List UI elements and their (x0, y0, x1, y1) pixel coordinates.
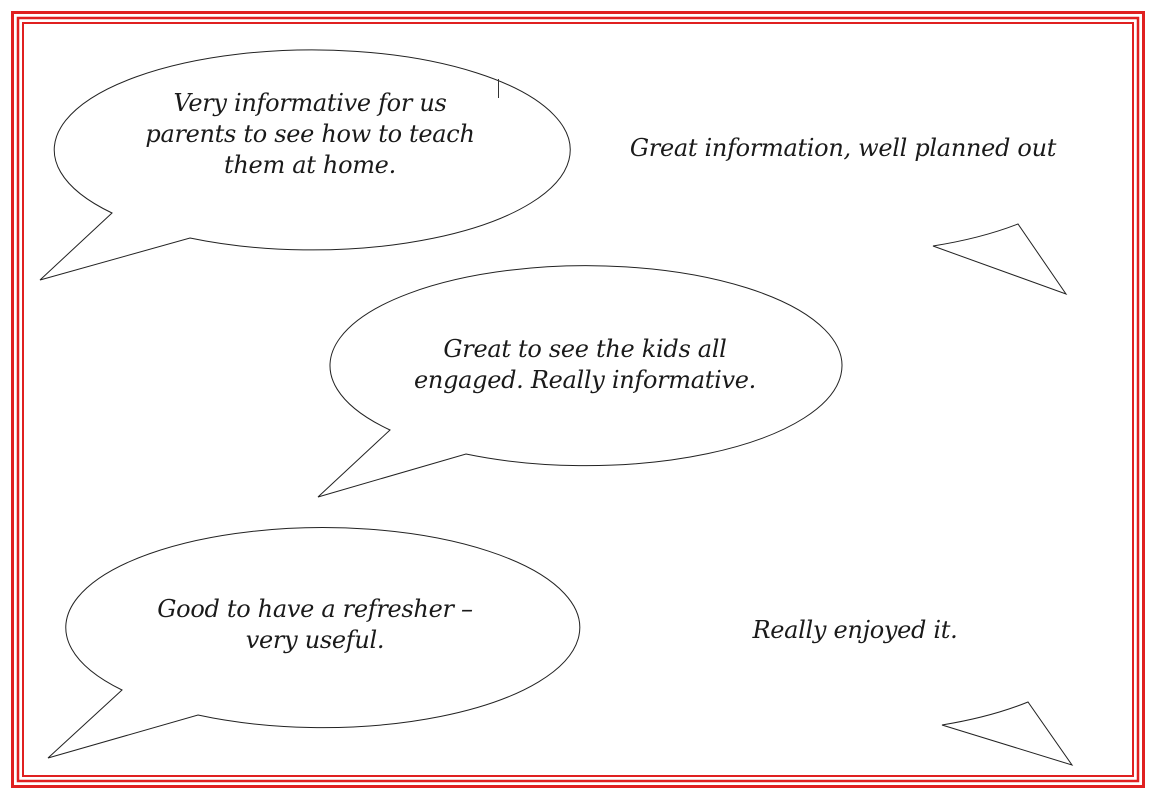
speech-bubble-4 (47, 527, 581, 759)
comment-5-line: Really enjoyed it. (752, 615, 958, 644)
comment-5-text: Really enjoyed it. (640, 595, 1070, 665)
comment-4-text: Good to have a refresher – very useful. (100, 580, 530, 670)
border-frame-outer (11, 11, 1145, 788)
comment-4-line: Good to have a refresher – (157, 595, 473, 623)
comment-2-text: Great information, well planned out (600, 110, 1086, 186)
comment-3-text: Great to see the kids all engaged. Reall… (370, 320, 800, 410)
speech-bubble-1 (39, 49, 571, 281)
comment-1-line: them at home. (224, 150, 396, 179)
border-frame-middle (16, 16, 1140, 783)
comment-2-line: Great information, well planned out (629, 133, 1057, 162)
comment-1-line: Very informative for us (173, 88, 447, 117)
comment-1-line: parents to see how to teach (145, 119, 475, 148)
comment-1-text: Very informative for us parents to see h… (100, 70, 520, 198)
speech-bubble-5 (941, 701, 1074, 766)
speech-bubble-2 (932, 223, 1068, 295)
comment-3-line: engaged. Really informative. (414, 366, 756, 394)
speech-bubble-3 (317, 265, 843, 498)
comment-4-line: very useful. (245, 626, 385, 654)
comment-3-line: Great to see the kids all (443, 335, 727, 363)
border-frame-inner (22, 22, 1134, 777)
text-cursor-mark (498, 79, 499, 98)
